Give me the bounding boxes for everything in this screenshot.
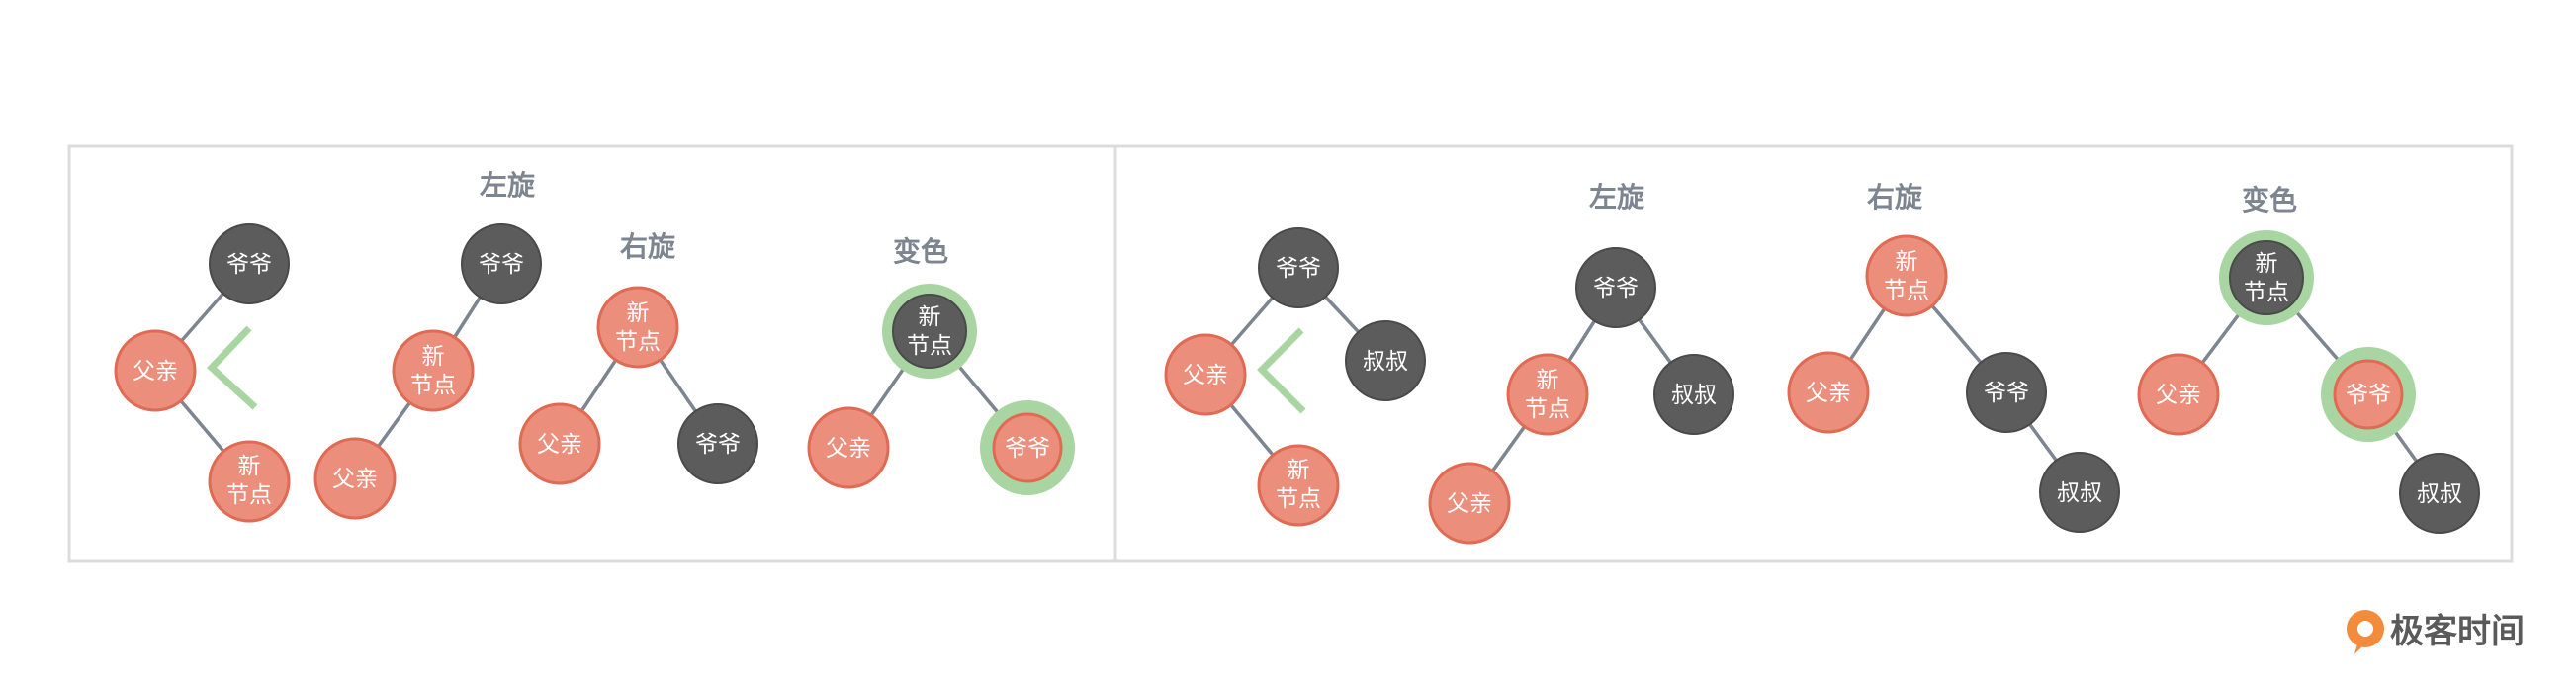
node-new-label-line2: 节点	[1276, 486, 1321, 512]
node-uncle-label: 叔叔	[1363, 349, 1408, 375]
node-new-label-line1: 新	[422, 344, 445, 370]
node-new: 新 节点	[208, 440, 291, 523]
label-recolor: 变色	[2242, 184, 2297, 216]
node-new-label-line2: 节点	[410, 373, 456, 398]
node-father-label: 父亲	[537, 432, 582, 458]
node-new: 新 节点	[392, 329, 475, 412]
left-tree-after-left-rotate: 爷爷 新 节点 父亲	[313, 223, 542, 520]
node-grandpa-label: 爷爷	[1276, 256, 1321, 282]
node-father: 父亲	[313, 437, 397, 520]
node-new-label-line1: 新	[1537, 368, 1559, 393]
node-grandpa-label: 爷爷	[226, 252, 272, 278]
node-uncle-label: 叔叔	[1671, 383, 1717, 408]
node-father: 父亲	[518, 402, 601, 485]
node-father-label: 父亲	[826, 436, 871, 462]
node-father: 父亲	[2137, 353, 2220, 436]
node-grandpa-label: 爷爷	[1984, 381, 2029, 406]
right-tree-after-recolor: 新 节点 父亲 爷爷 叔叔	[2137, 230, 2480, 534]
node-new-label-line1: 新	[2256, 251, 2278, 277]
node-grandpa: 爷爷	[209, 223, 290, 304]
zigzag-mark-icon	[1257, 327, 1306, 414]
right-tree-after-right-rotate: 新 节点 父亲 爷爷 叔叔	[1787, 234, 2120, 533]
node-grandpa-label: 爷爷	[1005, 436, 1050, 462]
node-father-label: 父亲	[133, 359, 178, 385]
node-new-label-line2: 节点	[2244, 280, 2289, 305]
node-new: 新 节点	[1506, 353, 1589, 436]
node-grandpa: 爷爷	[677, 403, 758, 484]
node-grandpa-label: 爷爷	[695, 432, 741, 458]
node-new-label-line2: 节点	[1884, 278, 1929, 303]
node-new-label-line1: 新	[1288, 458, 1310, 483]
brand-logo: 极客时间	[2347, 610, 2525, 654]
node-grandpa-label: 爷爷	[479, 252, 524, 278]
node-father-label: 父亲	[1447, 491, 1492, 517]
node-father-label: 父亲	[332, 467, 378, 492]
node-new: 新 节点	[1865, 234, 1948, 317]
node-grandpa-label: 爷爷	[1593, 276, 1639, 301]
label-right-rotate: 右旋	[1867, 181, 1922, 214]
brand-name: 极客时间	[2390, 612, 2525, 651]
zigzag-mark-icon	[206, 325, 258, 410]
node-new-label-line2: 节点	[1525, 396, 1570, 422]
left-tree-after-recolor: 新 节点 父亲 爷爷	[807, 284, 1075, 495]
right-tree-initial: 爷爷 叔叔 父亲 新 节点	[1164, 227, 1426, 527]
node-father-label: 父亲	[1806, 381, 1851, 406]
node-father: 父亲	[1787, 351, 1870, 434]
node-new: 新 节点	[596, 286, 679, 369]
node-new-label-line1: 新	[238, 454, 261, 479]
left-tree-initial: 爷爷 父亲 新 节点	[114, 223, 291, 523]
node-grandpa: 爷爷	[461, 223, 542, 304]
node-father-label: 父亲	[1183, 363, 1228, 388]
node-grandpa: 爷爷	[1966, 352, 2047, 433]
label-left-rotate: 左旋	[1589, 181, 1644, 214]
node-uncle: 叔叔	[2399, 453, 2480, 534]
node-uncle-label: 叔叔	[2057, 480, 2102, 506]
label-recolor: 变色	[893, 235, 948, 268]
right-tree-after-left-rotate: 爷爷 新 节点 叔叔 父亲	[1428, 247, 1734, 545]
node-father: 父亲	[1164, 333, 1247, 416]
node-uncle-label: 叔叔	[2417, 481, 2462, 507]
node-new-label-line2: 节点	[907, 333, 952, 359]
label-left-rotate: 左旋	[480, 169, 535, 202]
node-new: 新 节点	[1257, 444, 1340, 527]
node-new-label-line2: 节点	[226, 482, 272, 508]
label-right-rotate: 右旋	[620, 230, 675, 263]
node-new-label-line1: 新	[1896, 249, 1918, 275]
node-new-label-line1: 新	[919, 304, 941, 330]
node-grandpa-label: 爷爷	[2346, 383, 2391, 408]
node-father: 父亲	[1428, 462, 1511, 545]
node-grandpa: 爷爷	[1258, 227, 1339, 308]
node-uncle: 叔叔	[2039, 452, 2120, 533]
node-new-label-line2: 节点	[615, 329, 661, 355]
node-new-label-line1: 新	[627, 300, 650, 326]
left-tree-after-right-rotate: 新 节点 父亲 爷爷	[518, 286, 758, 485]
geektime-logo-icon	[2347, 610, 2384, 654]
node-father-label: 父亲	[2156, 383, 2201, 408]
node-father: 父亲	[114, 329, 197, 412]
node-father: 父亲	[807, 406, 890, 489]
node-grandpa-highlighted: 爷爷	[2321, 347, 2416, 442]
node-grandpa: 爷爷	[1575, 247, 1656, 328]
node-uncle: 叔叔	[1345, 320, 1426, 401]
node-new-highlighted: 新 节点	[2219, 230, 2314, 325]
node-new-highlighted: 新 节点	[882, 284, 977, 379]
node-grandpa-highlighted: 爷爷	[980, 400, 1075, 495]
node-uncle: 叔叔	[1653, 354, 1734, 435]
